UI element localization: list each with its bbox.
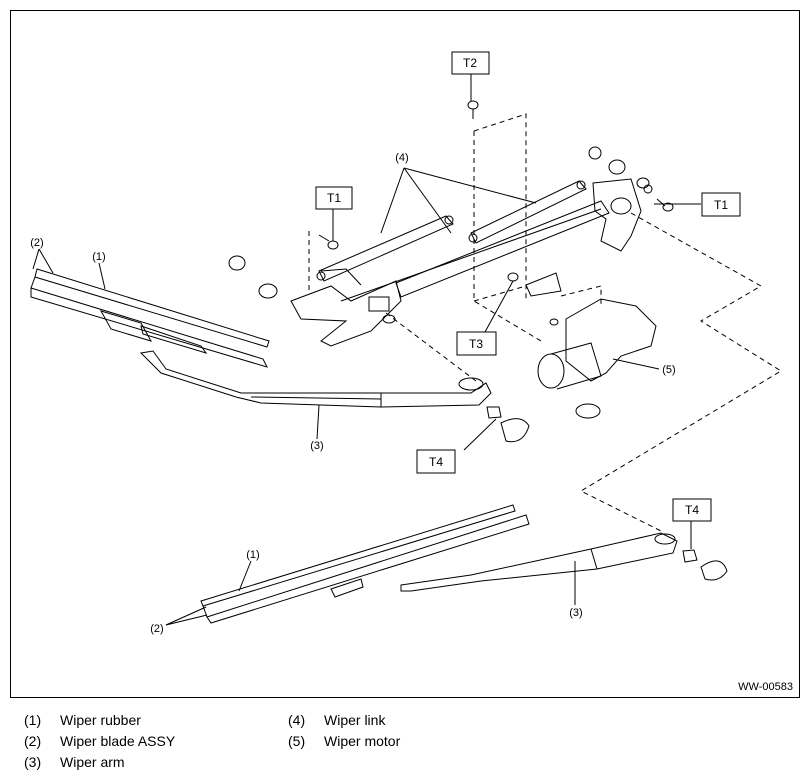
box-t1-right [701,192,741,217]
legend-num: (2) [24,733,42,749]
left-pivot-bracket [290,268,402,347]
box-t3 [456,331,497,356]
box-t1-left [315,186,353,210]
diagram-frame: T1 T2 T1 T3 T4 T4 (2) (1) (4) (3) (5) (1… [10,10,800,698]
box-t2 [451,51,490,75]
leader-lines [32,74,701,626]
torque-label-t1-right: T1 [714,198,728,212]
box-t4-lower [672,498,712,522]
wiper-links [316,180,610,302]
lower-arm-cap [700,560,728,581]
callout-1-upper: (1) [92,251,105,263]
upper-arm-nut [486,406,502,419]
wiper-exploded-diagram: T1 T2 T1 T3 T4 T4 (2) (1) (4) (3) (5) (1… [30,51,782,635]
legend-num: (4) [288,712,306,728]
callout-3-lower: (3) [569,607,582,619]
bolt-t3 [507,272,562,297]
bolt-t1-left [318,234,339,250]
legend-name: Wiper arm [60,754,125,770]
figure-code: WW-00583 [738,681,793,693]
callout-5: (5) [662,364,675,376]
upper-wiper-arm [139,350,492,408]
torque-label-t2: T2 [463,56,477,70]
legend-num: (5) [288,733,306,749]
legend: (1) Wiper rubber (2) Wiper blade ASSY (3… [0,708,808,778]
bolt-t2 [467,100,479,119]
callout-2-upper: (2) [30,237,43,249]
torque-label-t3: T3 [469,337,483,351]
legend-name: Wiper link [324,712,386,728]
right-grommet [588,146,602,160]
legend-name: Wiper rubber [60,712,141,728]
legend-name: Wiper blade ASSY [60,733,176,749]
box-t4-upper [416,449,456,474]
callout-1-lower: (1) [246,549,259,561]
legend-name: Wiper motor [324,733,401,749]
torque-label-t4-upper: T4 [429,455,443,469]
callout-3-upper: (3) [310,440,323,452]
lower-wiper-arm [400,532,678,592]
callout-4: (4) [395,152,408,164]
torque-label-t1-left: T1 [327,191,341,205]
bolt-t1-right [656,198,674,212]
upper-arm-cap [500,418,530,443]
wiper-motor [537,298,657,419]
upper-wiper-blade [30,268,270,368]
left-grommet [228,255,278,299]
lower-arm-nut [682,549,698,563]
torque-boxes [315,51,741,522]
torque-label-t4-lower: T4 [685,503,699,517]
right-pivot [592,159,653,252]
callout-2-lower: (2) [150,623,163,635]
legend-num: (1) [24,712,42,728]
legend-num: (3) [24,754,42,770]
